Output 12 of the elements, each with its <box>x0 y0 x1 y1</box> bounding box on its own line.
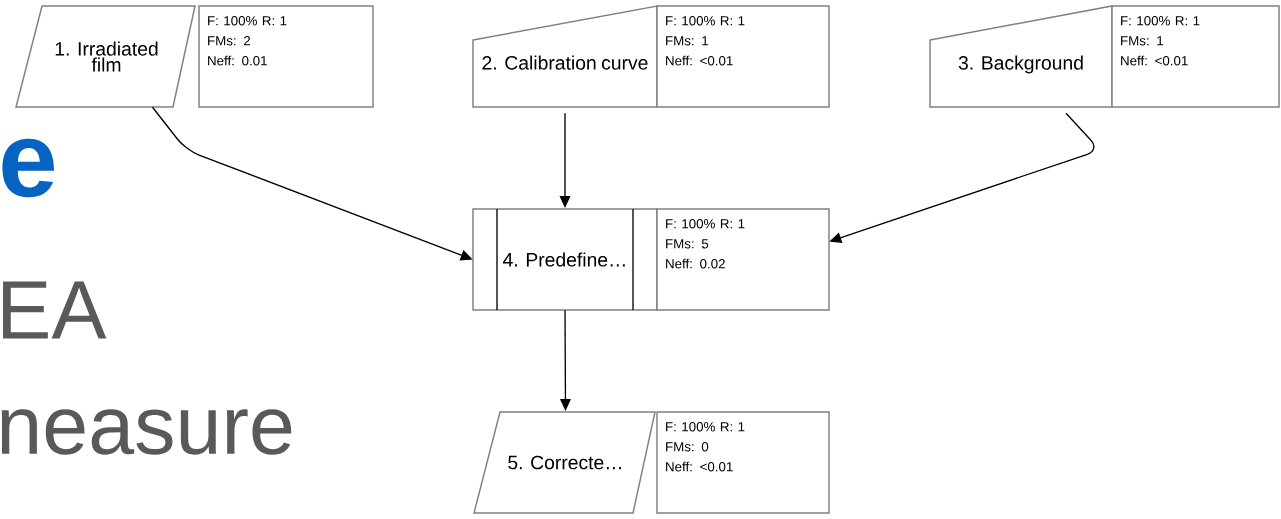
info-box: F: 100% R: 1 FMs: 5 Neff: 0.02 <box>656 208 830 311</box>
arrow <box>559 112 571 208</box>
info-box: F: 100% R: 1 FMs: 2 Neff: 0.01 <box>198 5 374 108</box>
data-parallelogram: 5. Correcte… <box>473 411 656 514</box>
slide-text: neasure <box>1 409 292 455</box>
slide-text: EA <box>3 281 107 339</box>
predefined-process-box: 4. Predefine… <box>472 208 658 311</box>
info-box: F: 100% R: 1 FMs: 1 Neff: <0.01 <box>656 5 830 108</box>
info-box: F: 100% R: 1 FMs: 1 Neff: <0.01 <box>1111 5 1280 108</box>
slide-text: e <box>2 138 54 198</box>
data-parallelogram: 1. Irradiated film <box>15 5 196 108</box>
info-box: F: 100% R: 1 FMs: 0 Neff: <0.01 <box>656 411 830 514</box>
